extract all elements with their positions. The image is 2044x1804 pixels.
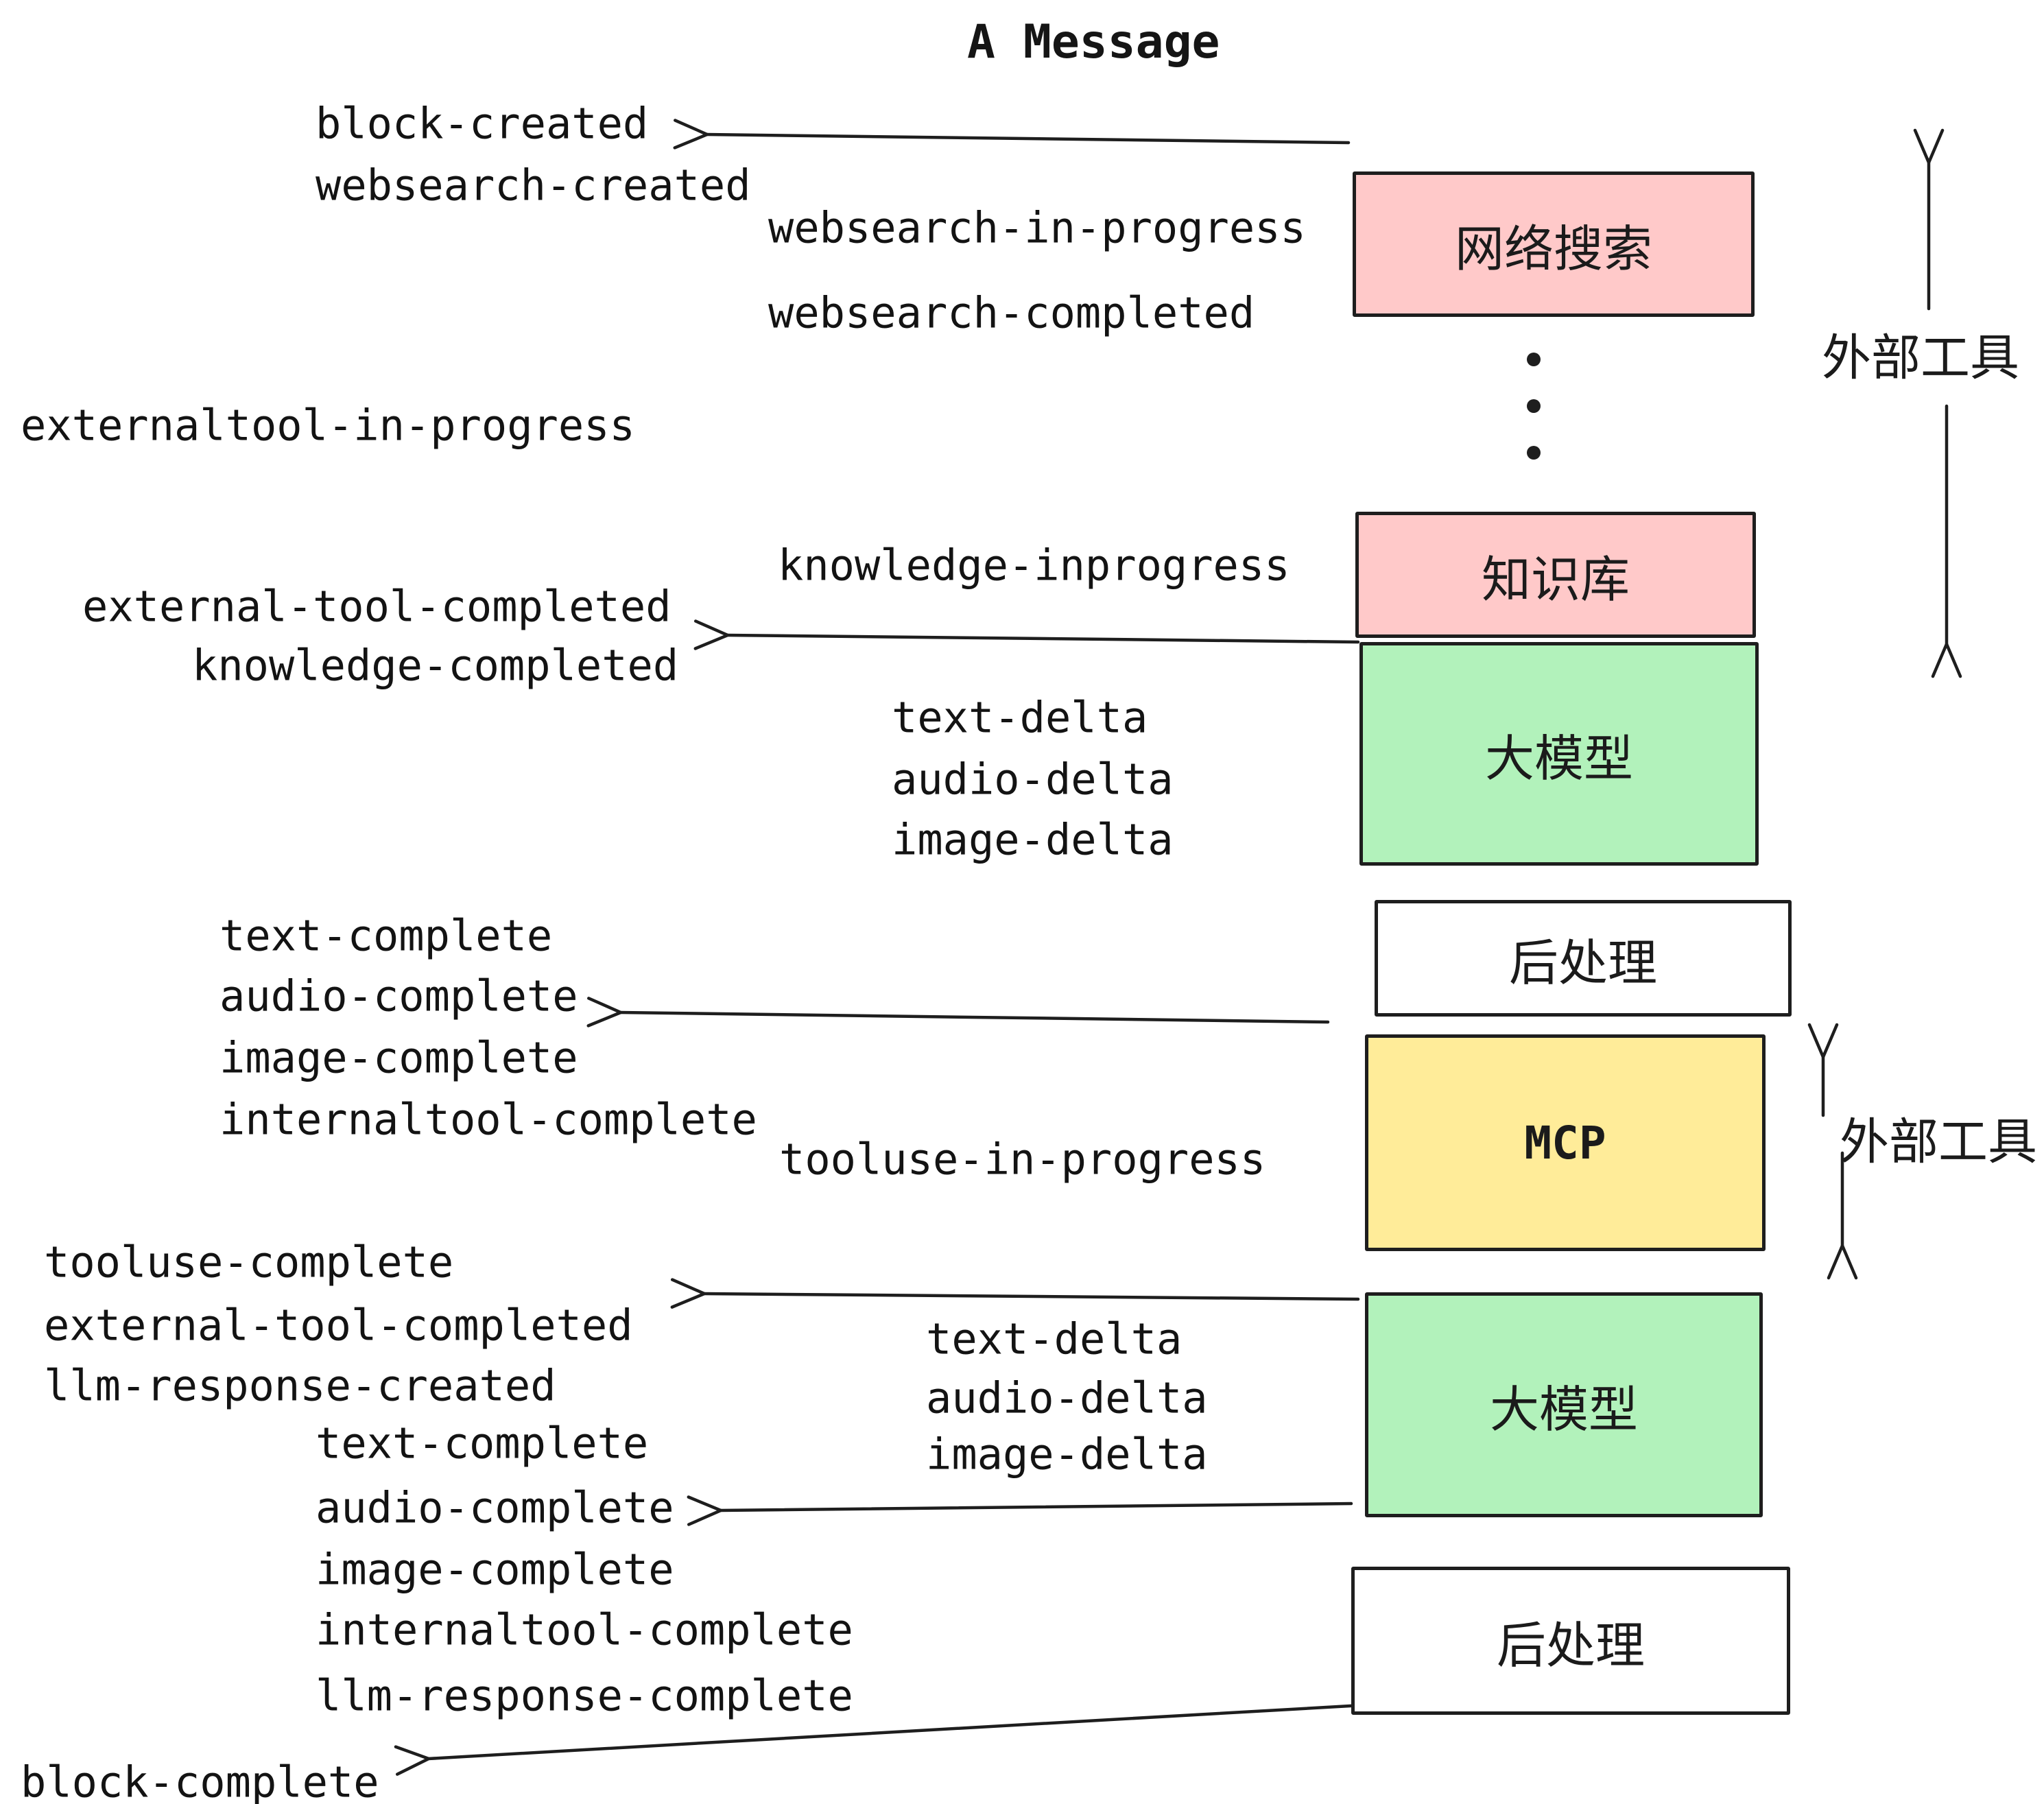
event-label-text-delta-2: text-delta: [926, 1314, 1183, 1364]
box-postprocess-bottom: 后处理: [1351, 1567, 1790, 1715]
event-label-internaltool-complete-2: internaltool-complete: [316, 1604, 853, 1655]
event-label-block-created: block-created: [316, 98, 649, 149]
event-label-knowledge-inprogress: knowledge-inprogress: [778, 540, 1290, 591]
event-label-audio-complete-2: audio-complete: [316, 1482, 674, 1533]
external-tools-bottom-label: 外部工具: [1840, 1113, 2038, 1171]
event-label-knowledge-completed: knowledge-completed: [192, 640, 679, 691]
box-mcp: MCP: [1365, 1034, 1766, 1251]
arrow-websearch-to-block-created: [706, 134, 1351, 143]
event-label-audio-delta-1: audio-delta: [892, 754, 1174, 805]
box-llm-bottom: 大模型: [1365, 1292, 1763, 1517]
event-label-externaltool-in-progress: externaltool-in-progress: [21, 400, 635, 451]
event-label-text-delta-1: text-delta: [892, 692, 1148, 743]
box-mcp-label: MCP: [1524, 1116, 1606, 1170]
event-label-text-complete-2: text-complete: [316, 1418, 649, 1469]
box-llm-bottom-label: 大模型: [1489, 1380, 1638, 1438]
event-label-external-tool-completed-2: external-tool-completed: [44, 1300, 633, 1351]
event-label-audio-delta-2: audio-delta: [926, 1373, 1208, 1423]
box-knowledge: 知识库: [1355, 512, 1756, 638]
arrow-mcp-to-tooluse-complete: [704, 1294, 1360, 1299]
box-knowledge-label: 知识库: [1481, 550, 1630, 608]
arrow-llm-to-knowledge-completed: [727, 635, 1360, 642]
event-label-llm-response-created: llm-response-created: [44, 1360, 556, 1411]
box-postprocess-top: 后处理: [1375, 900, 1792, 1017]
box-postprocess-bottom-label: 后处理: [1496, 1616, 1645, 1674]
diagram-title: A Message: [967, 15, 1220, 69]
event-label-image-delta-1: image-delta: [892, 814, 1174, 865]
event-label-image-delta-2: image-delta: [926, 1429, 1208, 1480]
event-label-external-tool-completed-1: external-tool-completed: [82, 581, 672, 632]
external-tools-top-label: 外部工具: [1822, 329, 2020, 387]
arrow-postprocess-to-image-complete: [620, 1012, 1330, 1022]
event-label-audio-complete-1: audio-complete: [219, 971, 578, 1021]
event-label-websearch-created: websearch-created: [316, 160, 751, 211]
box-websearch: 网络搜索: [1353, 171, 1755, 317]
event-label-internaltool-complete-1: internaltool-complete: [219, 1094, 757, 1145]
event-label-tooluse-complete: tooluse-complete: [44, 1237, 454, 1287]
event-label-image-complete-1: image-complete: [219, 1032, 578, 1083]
event-label-tooluse-in-progress: tooluse-in-progress: [779, 1134, 1266, 1185]
vertical-ellipsis-icon: [1527, 353, 1541, 460]
arrow-llm2-to-audio-complete: [720, 1504, 1353, 1510]
event-label-websearch-completed: websearch-completed: [768, 287, 1255, 338]
event-label-image-complete-2: image-complete: [316, 1544, 674, 1595]
event-label-llm-response-complete: llm-response-complete: [316, 1670, 853, 1721]
box-llm-top: 大模型: [1359, 642, 1759, 866]
event-label-text-complete-1: text-complete: [219, 910, 553, 961]
box-postprocess-top-label: 后处理: [1508, 934, 1657, 992]
event-label-websearch-in-progress: websearch-in-progress: [768, 202, 1306, 253]
box-llm-top-label: 大模型: [1484, 729, 1633, 787]
box-websearch-label: 网络搜索: [1454, 219, 1652, 278]
event-label-block-complete: block-complete: [21, 1757, 379, 1804]
